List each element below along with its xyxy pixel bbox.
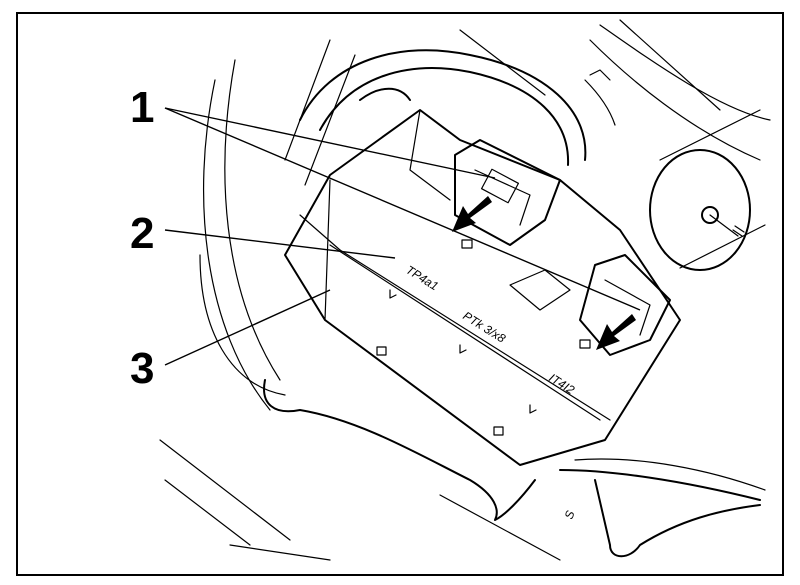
wire-loop	[299, 49, 616, 166]
callout-2: 2	[130, 209, 154, 258]
release-arrow-lower	[596, 314, 636, 350]
relay-module	[284, 109, 681, 466]
motor-housing	[649, 109, 766, 271]
leader-lines	[164, 107, 641, 366]
callout-1: 1	[130, 83, 154, 132]
callout-3: 3	[130, 344, 154, 393]
release-arrow-upper	[452, 196, 492, 232]
housing-outline	[159, 19, 771, 561]
diagram-frame	[16, 12, 784, 576]
